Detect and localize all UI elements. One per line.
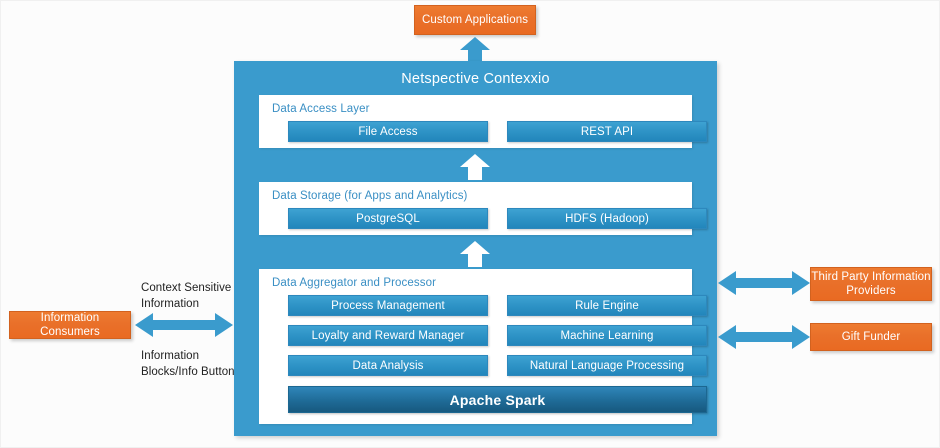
note-information-blocks: Information Blocks/Info Button bbox=[141, 349, 251, 380]
node-third-party-information-providers-label: Third Party Information Providers bbox=[811, 270, 930, 299]
node-third-party-line2: Providers bbox=[846, 285, 896, 297]
node-information-consumers-label: Information Consumers bbox=[40, 311, 100, 338]
note-context-sensitive-information-line2: Information bbox=[141, 297, 200, 310]
panel-data-storage-layer-title: Data Storage (for Apps and Analytics) bbox=[272, 190, 468, 202]
note-information-blocks-line1: Information bbox=[141, 350, 200, 362]
arrow-up-aggregator-to-storage bbox=[460, 241, 490, 267]
item-apache-spark-label: Apache Spark bbox=[449, 391, 546, 408]
panel-data-access-layer: Data Access Layer File Access REST API bbox=[259, 95, 707, 148]
item-rule-engine[interactable]: Rule Engine bbox=[507, 295, 707, 316]
panel-data-access-layer-title: Data Access Layer bbox=[272, 103, 370, 115]
item-rest-api[interactable]: REST API bbox=[507, 121, 707, 142]
item-machine-learning-label: Machine Learning bbox=[560, 329, 654, 342]
node-gift-funder[interactable]: Gift Funder bbox=[810, 323, 932, 351]
item-machine-learning[interactable]: Machine Learning bbox=[507, 325, 707, 346]
node-gift-funder-label: Gift Funder bbox=[841, 330, 901, 343]
arrow-up-storage-to-access bbox=[460, 154, 490, 180]
arrow-bidirectional-consumers bbox=[135, 313, 233, 337]
page-title: Netspective Contexxio bbox=[401, 71, 550, 87]
item-data-analysis-label: Data Analysis bbox=[352, 359, 424, 372]
item-loyalty-and-reward-manager[interactable]: Loyalty and Reward Manager bbox=[288, 325, 488, 346]
item-file-access[interactable]: File Access bbox=[288, 121, 488, 142]
panel-data-storage-layer: Data Storage (for Apps and Analytics) Po… bbox=[259, 182, 707, 235]
item-data-analysis[interactable]: Data Analysis bbox=[288, 355, 488, 376]
item-natural-language-processing[interactable]: Natural Language Processing bbox=[507, 355, 707, 376]
node-third-party-line1: Third Party Information bbox=[811, 270, 931, 283]
item-postgresql[interactable]: PostgreSQL bbox=[288, 208, 488, 229]
note-information-blocks-line2: Blocks/Info Button bbox=[141, 365, 235, 378]
node-information-consumers[interactable]: Information Consumers bbox=[9, 311, 131, 339]
item-hdfs-hadoop-label: HDFS (Hadoop) bbox=[565, 212, 649, 225]
item-rule-engine-label: Rule Engine bbox=[575, 299, 639, 312]
item-postgresql-label: PostgreSQL bbox=[356, 212, 420, 225]
node-custom-applications[interactable]: Custom Applications bbox=[414, 5, 536, 35]
item-rest-api-label: REST API bbox=[580, 125, 634, 138]
note-context-sensitive-information: Context Sensitive Information bbox=[141, 281, 241, 312]
note-context-sensitive-information-line1: Context Sensitive bbox=[141, 282, 232, 294]
panel-data-aggregator-layer-title: Data Aggregator and Processor bbox=[272, 277, 436, 289]
item-hdfs-hadoop[interactable]: HDFS (Hadoop) bbox=[507, 208, 707, 229]
item-loyalty-and-reward-manager-label: Loyalty and Reward Manager bbox=[311, 329, 465, 342]
arrow-up-to-custom-applications bbox=[460, 37, 490, 63]
panel-data-aggregator-layer: Data Aggregator and Processor Process Ma… bbox=[259, 269, 707, 424]
item-file-access-label: File Access bbox=[358, 125, 418, 138]
item-apache-spark[interactable]: Apache Spark bbox=[288, 386, 707, 413]
item-process-management[interactable]: Process Management bbox=[288, 295, 488, 316]
arrow-bidirectional-third-party bbox=[718, 271, 810, 295]
node-third-party-information-providers[interactable]: Third Party Information Providers bbox=[810, 267, 932, 301]
arrow-bidirectional-gift-funder bbox=[718, 325, 810, 349]
node-custom-applications-label: Custom Applications bbox=[421, 13, 529, 26]
main-platform-panel: Netspective Contexxio Data Access Layer … bbox=[234, 61, 717, 436]
item-natural-language-processing-label: Natural Language Processing bbox=[529, 359, 685, 372]
item-process-management-label: Process Management bbox=[331, 299, 445, 312]
